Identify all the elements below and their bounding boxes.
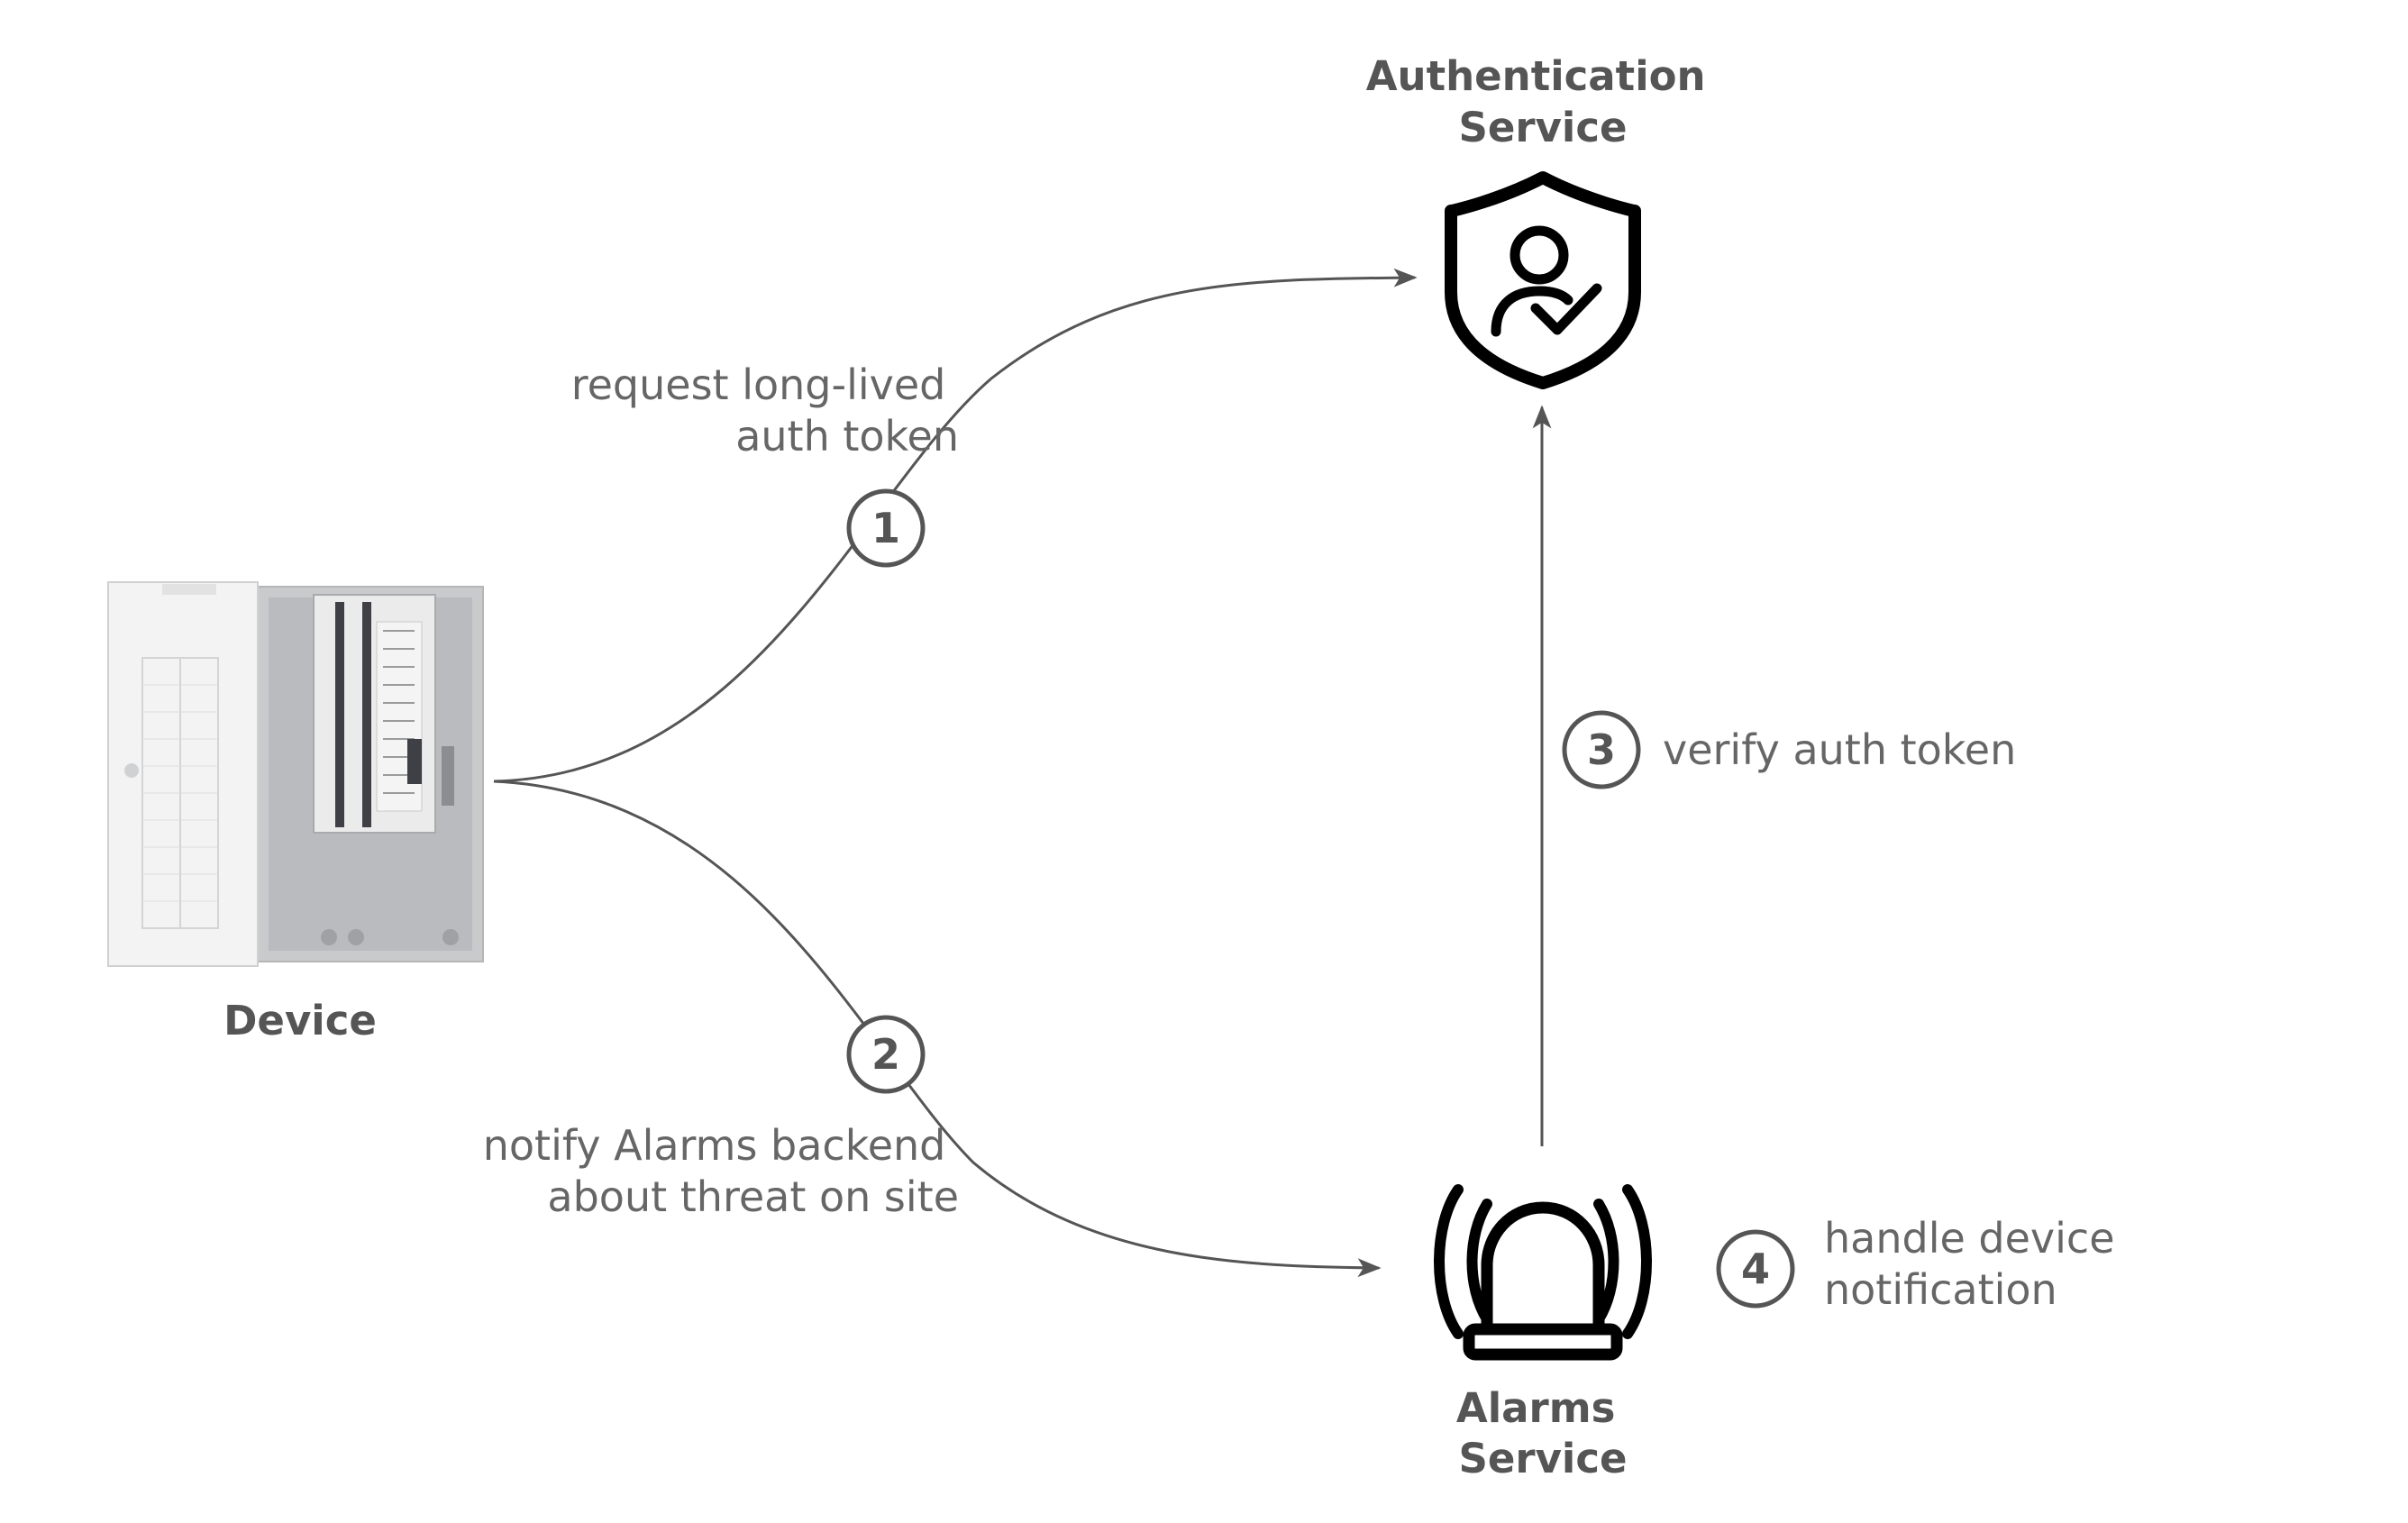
step-2-badge <box>846 1015 926 1094</box>
shield-user-check-icon <box>1445 171 1641 389</box>
device-node: Device <box>107 581 484 1044</box>
auth-service-node: Authentication Service <box>1366 52 1720 389</box>
step-2-number: 2 <box>871 1030 900 1079</box>
step-4: 4 handle device notification <box>1716 1214 2128 1314</box>
step-1-label: request long-lived auth token <box>571 360 959 461</box>
step-1: request long-lived auth token 1 <box>571 360 959 568</box>
step-4-number: 4 <box>1741 1245 1770 1293</box>
step-2-label: notify Alarms backend about threat on si… <box>483 1121 959 1221</box>
step-1-number: 1 <box>871 504 900 552</box>
device-title: Device <box>223 997 377 1044</box>
step-3: 3 verify auth token <box>1562 710 2016 789</box>
auth-service-title: Authentication Service <box>1366 52 1720 151</box>
alarms-service-node: Alarms Service <box>1434 1184 1652 1482</box>
step-2: 2 notify Alarms backend about threat on … <box>483 1015 959 1221</box>
alarm-siren-icon <box>1434 1184 1652 1361</box>
step-4-badge <box>1716 1229 1795 1309</box>
step-3-label: verify auth token <box>1663 725 2016 774</box>
edge-device-to-auth <box>493 268 1418 783</box>
security-panel-device-image <box>107 581 484 967</box>
step-1-badge <box>846 488 926 568</box>
step-3-number: 3 <box>1587 725 1616 774</box>
step-4-label: handle device notification <box>1824 1214 2128 1314</box>
step-3-badge <box>1562 710 1641 789</box>
edge-device-to-alarms <box>493 780 1382 1278</box>
alarms-service-title: Alarms Service <box>1456 1384 1629 1482</box>
